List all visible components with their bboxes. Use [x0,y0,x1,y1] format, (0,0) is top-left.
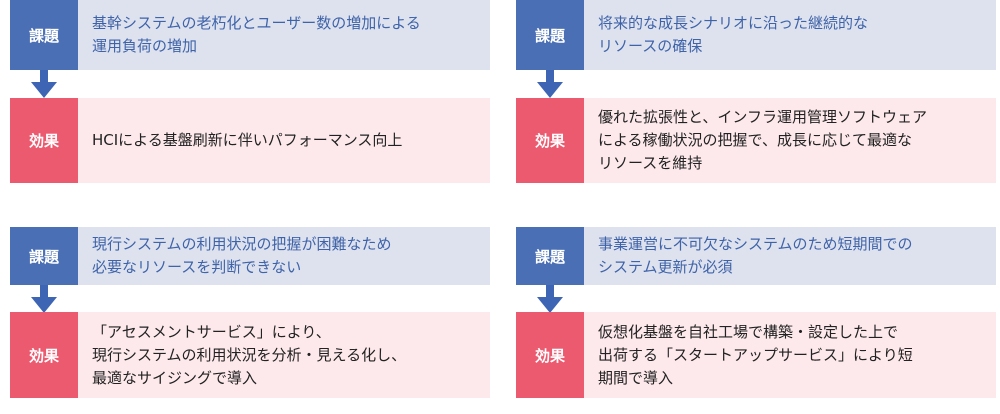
issue-row: 課題 現行システムの利用状況の把握が困難なため 必要なリソースを判断できない [10,227,490,285]
issue-row: 課題 基幹システムの老朽化とユーザー数の増加による 運用負荷の増加 [10,0,490,70]
down-arrow-icon [537,285,563,313]
issue-text: 将来的な成長シナリオに沿った継続的な リソースの確保 [584,0,996,70]
effect-label: 効果 [516,312,584,398]
effect-row: 効果 仮想化基盤を自社工場で構築・設定した上で 出荷する「スタートアップサービス… [516,312,996,398]
down-arrow-icon [31,70,57,98]
issue-label: 課題 [516,227,584,285]
issue-text: 基幹システムの老朽化とユーザー数の増加による 運用負荷の増加 [78,0,490,70]
effect-label: 効果 [10,312,78,398]
effect-row: 効果 HCIによる基盤刷新に伴いパフォーマンス向上 [10,98,490,183]
effect-label: 効果 [10,98,78,183]
issue-label: 課題 [516,0,584,70]
issue-label: 課題 [10,227,78,285]
down-arrow-icon [537,70,563,98]
effect-text: 「アセスメントサービス」により、 現行システムの利用状況を分析・見える化し、 最… [78,312,490,398]
effect-text: 優れた拡張性と、インフラ運用管理ソフトウェア による稼働状況の把握で、成長に応じ… [584,98,996,183]
issue-text: 現行システムの利用状況の把握が困難なため 必要なリソースを判断できない [78,227,490,285]
issue-row: 課題 将来的な成長シナリオに沿った継続的な リソースの確保 [516,0,996,70]
issue-row: 課題 事業運営に不可欠なシステムのため短期間での システム更新が必須 [516,227,996,285]
issue-label: 課題 [10,0,78,70]
effect-row: 効果 優れた拡張性と、インフラ運用管理ソフトウェア による稼働状況の把握で、成長… [516,98,996,183]
issue-text: 事業運営に不可欠なシステムのため短期間での システム更新が必須 [584,227,996,285]
effect-text: 仮想化基盤を自社工場で構築・設定した上で 出荷する「スタートアップサービス」によ… [584,312,996,398]
effect-text: HCIによる基盤刷新に伴いパフォーマンス向上 [78,98,490,183]
effect-row: 効果 「アセスメントサービス」により、 現行システムの利用状況を分析・見える化し… [10,312,490,398]
down-arrow-icon [31,285,57,313]
effect-label: 効果 [516,98,584,183]
